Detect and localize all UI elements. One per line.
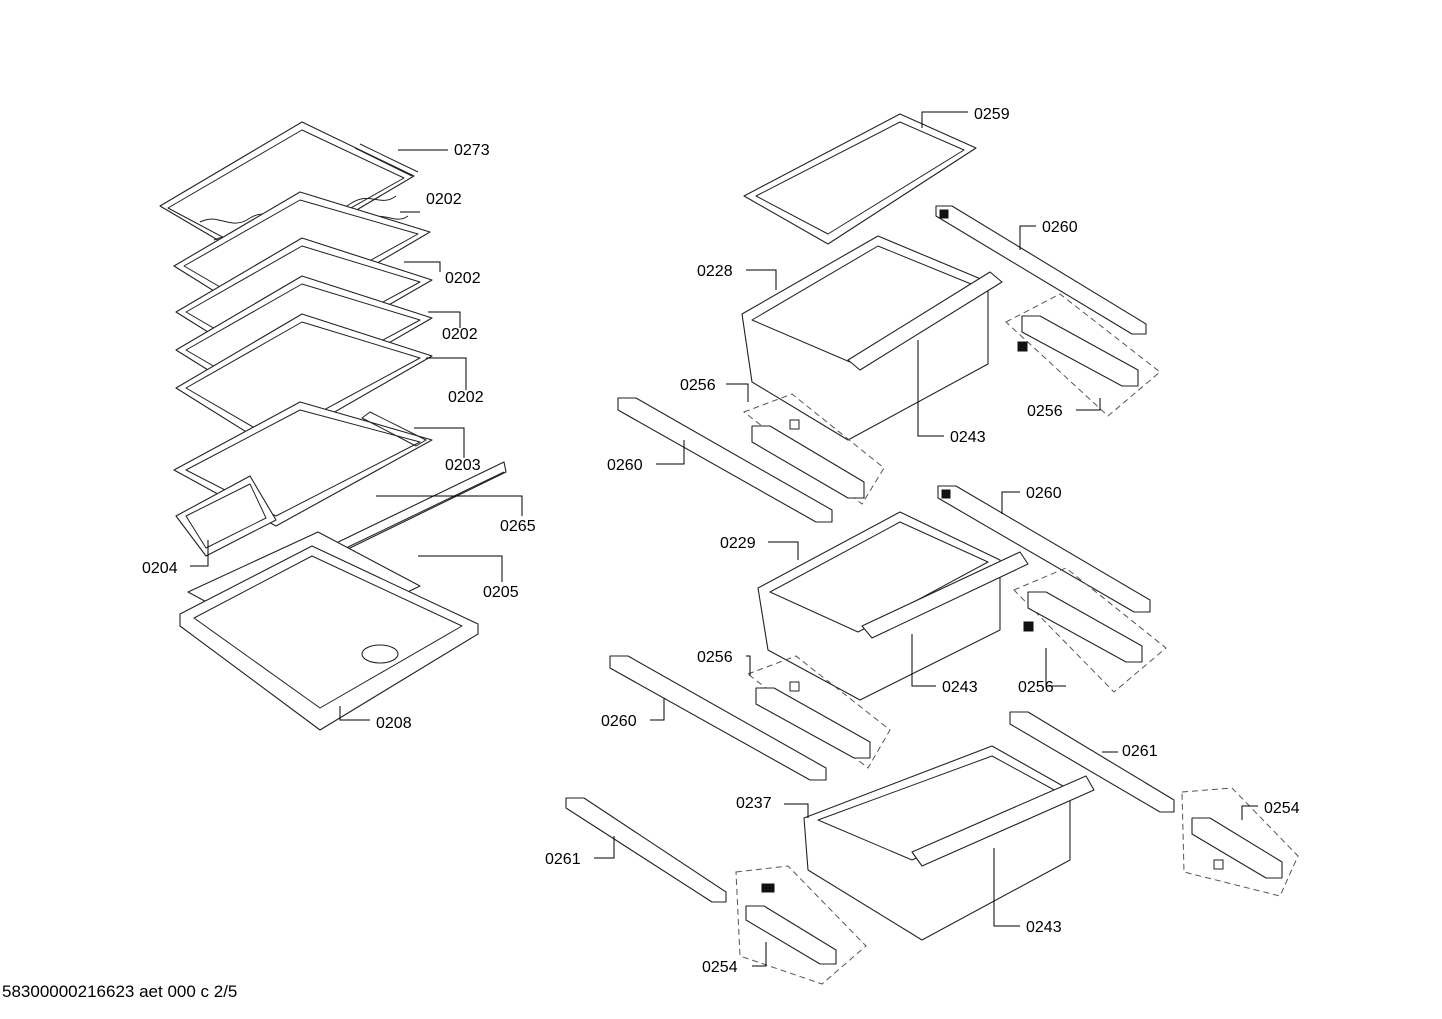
callout-label: 0256	[697, 649, 733, 666]
callout-label: 0202	[426, 191, 462, 208]
callout-label: 0204	[142, 560, 178, 577]
callout-label: 0228	[697, 263, 733, 280]
callout-label: 0205	[483, 584, 519, 601]
callout-0254-b: 0254	[702, 942, 767, 976]
callout-label: 0265	[500, 518, 536, 535]
telescopic-rail-part-5	[1009, 711, 1175, 813]
callout-0204: 0204	[142, 540, 209, 577]
callout-label: 0243	[1026, 919, 1062, 936]
callout-0208: 0208	[339, 706, 412, 732]
callout-0260-c: 0260	[1001, 485, 1062, 514]
document-reference: 58300000216623 aet 000 c 2/5	[2, 982, 238, 1001]
callout-label: 0202	[442, 326, 478, 343]
callout-0205: 0205	[418, 555, 519, 601]
callout-label: 0254	[1264, 800, 1300, 817]
callout-0261-b: 0261	[545, 836, 615, 868]
callout-0202-c: 0202	[428, 311, 478, 343]
shelf-support-part	[175, 475, 277, 557]
bracket-set-6	[735, 865, 867, 985]
callout-0202-b: 0202	[404, 261, 481, 287]
callout-0202-a: 0202	[400, 191, 462, 213]
callout-0203: 0203	[414, 427, 481, 474]
callout-label: 0202	[445, 270, 481, 287]
telescopic-rail-part-4	[609, 655, 827, 781]
callout-0254-a: 0254	[1241, 800, 1300, 820]
callout-0260-a: 0260	[1019, 219, 1078, 250]
callout-0261-a: 0261	[1102, 743, 1158, 760]
callout-0273: 0273	[398, 142, 490, 159]
callout-label: 0260	[1026, 485, 1062, 502]
callout-0260-b: 0260	[607, 440, 685, 474]
callout-label: 0261	[1122, 743, 1158, 760]
callout-label: 0254	[702, 959, 738, 976]
callout-0256-c: 0256	[697, 649, 751, 676]
callout-label: 0256	[680, 377, 716, 394]
callout-0243-b: 0243	[911, 634, 978, 696]
callout-label: 0243	[950, 429, 986, 446]
callout-label: 0273	[454, 142, 490, 159]
crisper-cover-base-part	[179, 545, 479, 731]
callout-0260-d: 0260	[601, 698, 665, 730]
bracket-set-1	[1005, 293, 1161, 417]
callout-label: 0243	[942, 679, 978, 696]
drawer-lower-part	[803, 745, 1095, 941]
callout-0256-a: 0256	[680, 377, 749, 402]
callout-0243-c: 0243	[993, 848, 1062, 936]
callout-label: 0229	[720, 535, 756, 552]
callout-label: 0261	[545, 851, 581, 868]
drawer-upper-part	[741, 235, 1003, 441]
callout-label: 0260	[601, 713, 637, 730]
callout-0229: 0229	[720, 535, 799, 560]
bracket-set-3	[1013, 567, 1167, 693]
callout-label: 0260	[607, 457, 643, 474]
glass-shelf-part-4	[175, 313, 433, 449]
callout-label: 0260	[1042, 219, 1078, 236]
bracket-set-4	[746, 655, 891, 769]
callout-0228: 0228	[697, 263, 777, 290]
callout-0256-b: 0256	[1027, 398, 1101, 420]
callout-0243-a: 0243	[917, 340, 986, 446]
telescopic-rail-part-3	[937, 485, 1151, 613]
callout-label: 0208	[376, 715, 412, 732]
callout-0265: 0265	[376, 495, 536, 535]
callout-label: 0203	[445, 457, 481, 474]
callout-0202-d: 0202	[426, 357, 484, 406]
callout-label: 0259	[974, 106, 1010, 123]
telescopic-rail-part-6	[565, 797, 727, 903]
drawer-middle-part	[757, 511, 1029, 701]
callout-label: 0256	[1018, 679, 1054, 696]
callout-0259: 0259	[921, 106, 1010, 128]
bracket-set-2	[742, 393, 885, 505]
telescopic-rail-part-2	[617, 397, 833, 523]
callout-label: 0202	[448, 389, 484, 406]
callout-0237: 0237	[736, 795, 809, 818]
callout-label: 0256	[1027, 403, 1063, 420]
drawer-cover-part	[743, 113, 977, 245]
callout-0256-d: 0256	[1018, 648, 1066, 696]
callout-label: 0237	[736, 795, 772, 812]
bracket-set-5	[1181, 787, 1299, 897]
telescopic-rail-part-1	[935, 205, 1147, 335]
